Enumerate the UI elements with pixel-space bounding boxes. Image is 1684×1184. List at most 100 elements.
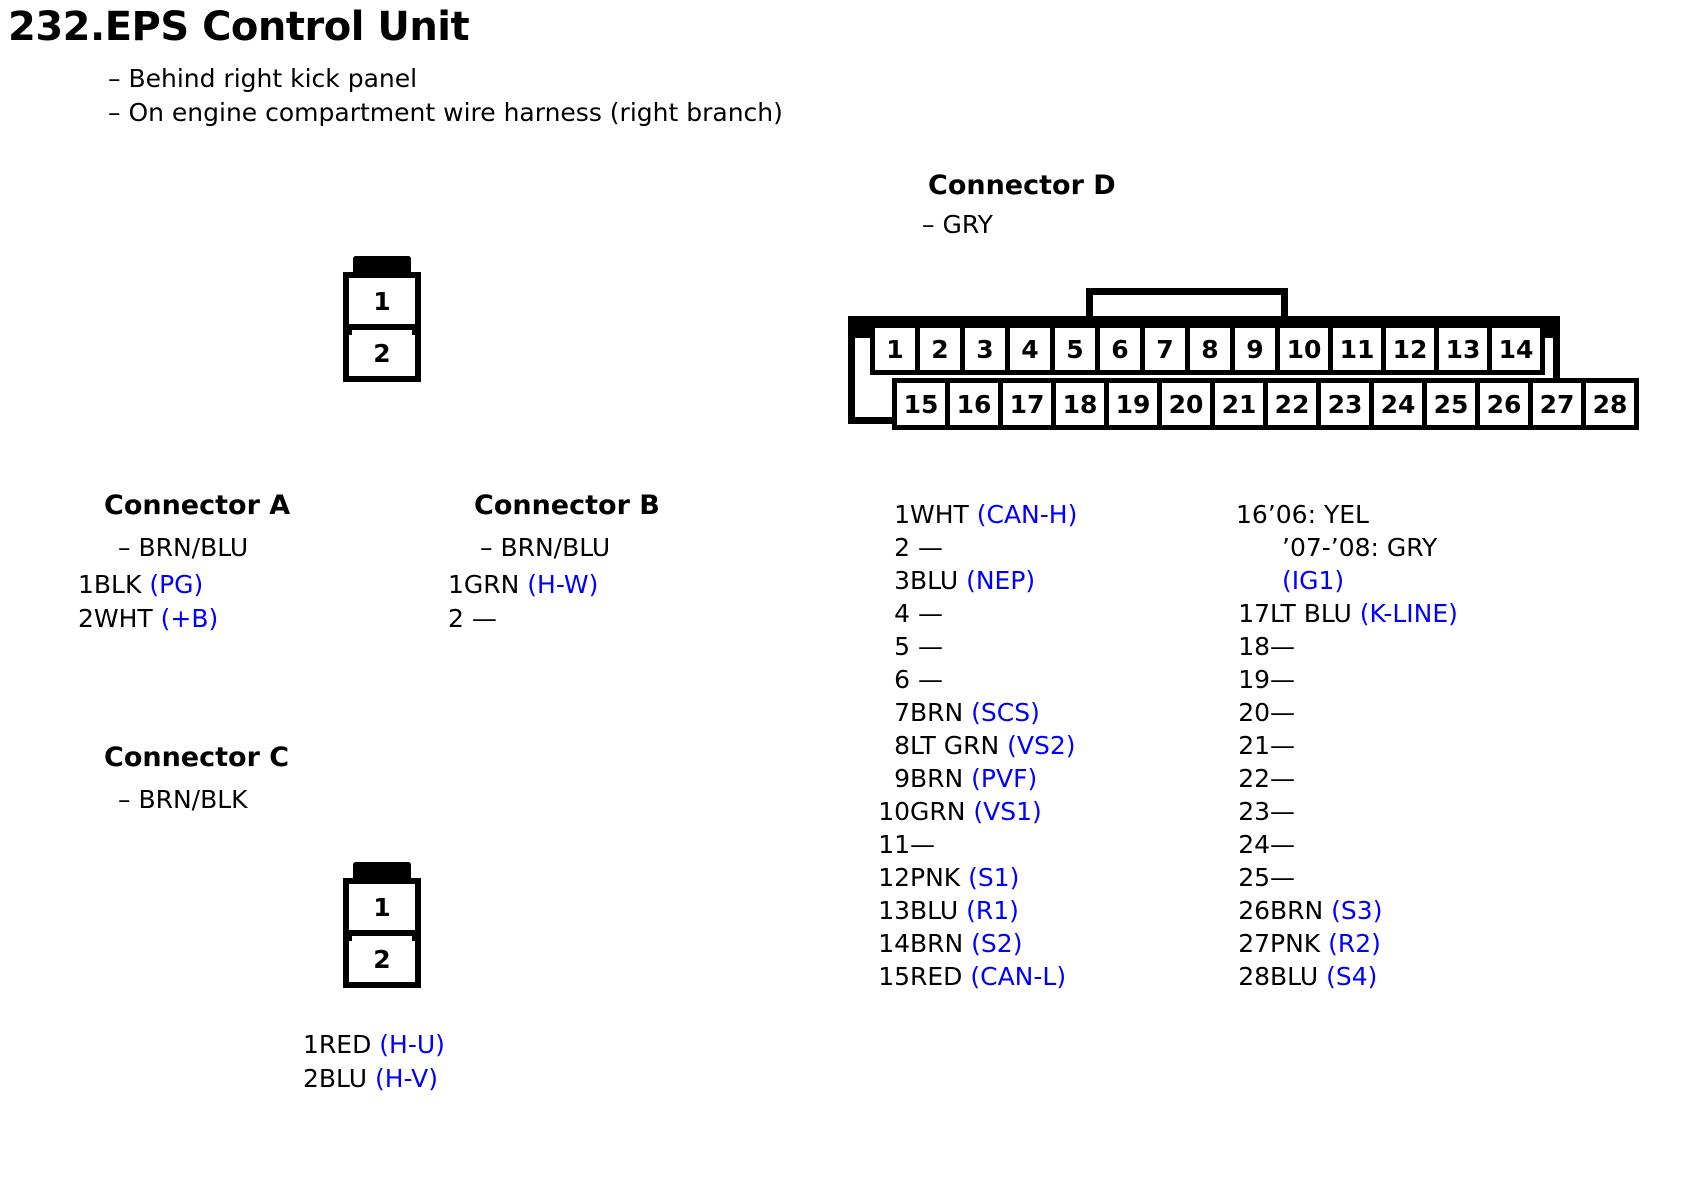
pin-number: 5 (894, 632, 910, 661)
pin-entry: 1GRN (H-W) (448, 568, 598, 602)
connector-d-pin-cell: 15 (892, 378, 950, 430)
pin-number: 22 (1238, 764, 1270, 793)
pin-wire-color: — (910, 665, 943, 694)
header-note: – On engine compartment wire harness (ri… (108, 98, 783, 127)
pin-entry-16: 16’06: YEL (1236, 500, 1369, 529)
pin-entry: 2 — (448, 602, 598, 636)
divider-notch-left-icon (343, 930, 352, 941)
pin-label: 1GRN (448, 570, 520, 599)
connector-d-pin-cell: 25 (1422, 378, 1480, 430)
connector-d-pin-cell: 9 (1230, 323, 1280, 375)
pin-entry: 20— (1236, 696, 1458, 729)
pin-signal: (NEP) (958, 566, 1036, 595)
connector-d-pin-cell: 3 (960, 323, 1010, 375)
pin-wire-color: BRN (910, 764, 964, 793)
pin-signal: (R2) (1320, 929, 1381, 958)
pin-wire-color: — (910, 533, 943, 562)
pin-wire-color: — (910, 830, 935, 859)
pin-number: 23 (1238, 797, 1270, 826)
connector-d-pin-cell: 2 (915, 323, 965, 375)
pin-cell-label: 1 (373, 286, 391, 316)
pin-wire-color: RED (910, 962, 963, 991)
pin-signal: (+B) (152, 604, 219, 633)
pin-entry: 7BRN (SCS) (876, 696, 1077, 729)
pin-entry: 18— (1236, 630, 1458, 663)
pin-cell-label: 1 (373, 892, 391, 922)
connector-d-pin-cell: 6 (1095, 323, 1145, 375)
pin-entry: 10GRN (VS1) (876, 795, 1077, 828)
divider-notch-left-icon (343, 324, 352, 335)
pin-label: 2 — (448, 604, 497, 633)
pin-wire-color: LT GRN (910, 731, 1000, 760)
pin-wire-color: GRN (910, 797, 966, 826)
pin-number: 10 (878, 797, 910, 826)
pin-signal: (SCS) (963, 698, 1040, 727)
pin-entry: 8LT GRN (VS2) (876, 729, 1077, 762)
pin-number: 13 (878, 896, 910, 925)
connector-d-pin-cell: 16 (945, 378, 1003, 430)
pin-number: 11 (878, 830, 910, 859)
connector-c-color: – BRN/BLK (118, 785, 248, 814)
pin-wire-color: — (1270, 764, 1295, 793)
pin-entry: 22— (1236, 762, 1458, 795)
connector-latch-tab (353, 862, 411, 878)
pin-entry: 2BLU (H-V) (303, 1062, 445, 1096)
connector-b-pin-list: 1GRN (H-W)2 — (448, 568, 598, 636)
pin-signal: (S3) (1323, 896, 1383, 925)
pin-entry: 1BLK (PG) (78, 568, 218, 602)
connector-d-pin-cell: 10 (1275, 323, 1333, 375)
pin-entry: 14BRN (S2) (876, 927, 1077, 960)
pin-wire-color: BLU (910, 566, 959, 595)
pin-entry: 13BLU (R1) (876, 894, 1077, 927)
pin-entry: 5 — (876, 630, 1077, 663)
pin-entry: 26BRN (S3) (1236, 894, 1458, 927)
pin-cell-label: 2 (373, 338, 391, 368)
pin-entry: 1RED (H-U) (303, 1028, 445, 1062)
pin-cell-1: 1 (343, 878, 421, 936)
pin-signal: (H-U) (371, 1030, 445, 1059)
pin-wire-color: BLU (910, 896, 959, 925)
connector-d-pin-cell: 12 (1381, 323, 1439, 375)
connector-d-pin-cell: 20 (1157, 378, 1215, 430)
pin-signal: (K-LINE) (1351, 599, 1458, 628)
pin-entry: 25— (1236, 861, 1458, 894)
pin-entry: 4 — (876, 597, 1077, 630)
connector-d-pin-cell: 17 (998, 378, 1056, 430)
connector-d-pin-cell: 11 (1328, 323, 1386, 375)
pin-signal: (VS1) (965, 797, 1042, 826)
pin-number: 26 (1238, 896, 1270, 925)
pin-wire-color: — (910, 599, 943, 628)
connector-b-color: – BRN/BLU (480, 533, 611, 562)
pin-number: 7 (894, 698, 910, 727)
connector-c-heading: Connector C (104, 742, 290, 773)
pin-wire-color: PNK (1270, 929, 1321, 958)
pin-signal: (CAN-H) (968, 500, 1078, 529)
connector-d-pin-cell: 1 (870, 323, 920, 375)
connector-d-pin-cell: 14 (1487, 323, 1545, 375)
two-pin-connector-diagram-c: 1 2 (343, 862, 421, 988)
pin-signal: (S4) (1318, 962, 1378, 991)
connector-d-pin-cell: 18 (1051, 378, 1109, 430)
connector-latch-tab (353, 256, 411, 272)
pin-number: 4 (894, 599, 910, 628)
pin-wire-color: — (1270, 632, 1295, 661)
pin-number: 14 (878, 929, 910, 958)
pin-signal: (S2) (963, 929, 1023, 958)
pin-entry: 2 — (876, 531, 1077, 564)
page-title: 232.EPS Control Unit (8, 4, 470, 50)
connector-d-pin-cell: 21 (1210, 378, 1268, 430)
connector-d-pin-cell: 8 (1185, 323, 1235, 375)
pin-wire-color: BRN (1270, 896, 1324, 925)
pin-wire-color: BRN (910, 698, 964, 727)
pin-entry-16-variant: ’07-’08: GRY (1282, 533, 1438, 562)
pin-number: 6 (894, 665, 910, 694)
connector-d-color: – GRY (922, 210, 993, 239)
pin-signal: (R1) (958, 896, 1019, 925)
pin-label: 2WHT (78, 604, 153, 633)
pin-wire-color: — (1270, 731, 1295, 760)
connector-d-pin-cell: 24 (1369, 378, 1427, 430)
pin-wire-color: — (1270, 698, 1295, 727)
connector-d-pin-cell: 27 (1528, 378, 1586, 430)
pin-entry: 2WHT (+B) (78, 602, 218, 636)
